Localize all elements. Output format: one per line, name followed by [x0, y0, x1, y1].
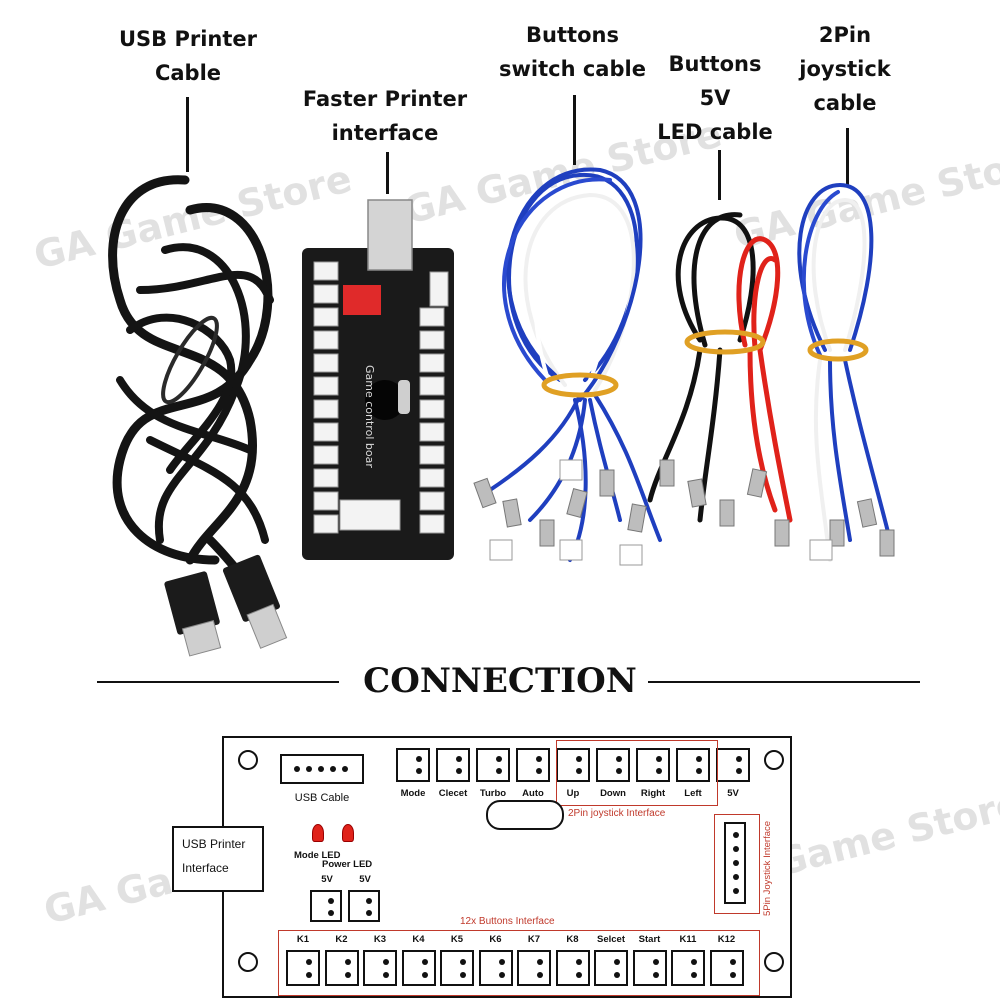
connector-label: Down [600, 788, 626, 799]
button-connector-k1 [286, 950, 320, 986]
led-5v-label: 5V [359, 874, 371, 885]
product-photo [108, 167, 895, 657]
callout-pointer [573, 95, 576, 165]
connector-label: Left [684, 788, 702, 799]
connector-left [676, 748, 710, 782]
connector-label: Turbo [479, 788, 507, 799]
heading-rule-right [648, 681, 920, 683]
joystick-2pin-label: 2Pin joystick Interface [568, 808, 666, 819]
connector-right [636, 748, 670, 782]
callout-pointer [846, 128, 849, 186]
led-5v-connector [310, 890, 342, 922]
white-housings [489, 459, 833, 566]
connection-diagram-board: USB Cable USB Printer Interface Mode LED… [172, 736, 792, 998]
joystick-5pin-connector [724, 822, 746, 904]
joystick-5pin-label: 5Pin Joystick Interface [762, 820, 773, 916]
led-5v-connector [348, 890, 380, 922]
crystal-oscillator [486, 800, 564, 830]
heading-text: CONNECTION [363, 661, 637, 701]
button-connector-label: K8 [566, 934, 579, 945]
mounting-hole [238, 952, 258, 972]
button-connector-label: K4 [412, 934, 425, 945]
usb-cable-label: USB Cable [294, 792, 350, 804]
joystick-2pin-group [556, 740, 718, 806]
connector-5v [716, 748, 750, 782]
connector-auto [516, 748, 550, 782]
button-connector-k7 [517, 950, 551, 986]
button-connector-label: K3 [373, 934, 387, 945]
button-connector-start [632, 950, 667, 986]
connector-label: Mode [400, 788, 426, 799]
button-connector-label: K1 [296, 934, 310, 945]
connector-label: Clecet [438, 788, 468, 799]
button-connector-k3 [363, 950, 397, 986]
callout-pointer [718, 150, 721, 200]
connector-up [556, 748, 590, 782]
mode-led-icon [312, 824, 324, 842]
power-led-icon [342, 824, 354, 842]
button-connector-k11 [671, 950, 705, 986]
heading-rule-left [97, 681, 339, 683]
controller-board-illustration [302, 199, 454, 560]
button-connector-label: K5 [450, 934, 464, 945]
connector-down [596, 748, 630, 782]
mounting-hole [238, 750, 258, 770]
connector-label: Auto [522, 788, 544, 799]
usb-printer-interface: USB Printer Interface [172, 826, 264, 892]
connector-clecet [436, 748, 470, 782]
button-connector-selcet [594, 950, 628, 986]
button-connector-label: K11 [679, 934, 697, 945]
pcb-silkscreen-label: Game control boar [363, 365, 376, 468]
terminal-clusters [473, 459, 895, 557]
button-connector-k12 [709, 950, 744, 986]
connector-mode [396, 748, 430, 782]
connector-label: Up [566, 788, 580, 799]
joystick-cable-illustration [797, 182, 892, 562]
button-connector-label: K2 [335, 934, 348, 945]
mode-led-label: Mode LED [294, 850, 341, 861]
callout-pointer [386, 152, 389, 194]
buttons-12x-group [278, 930, 760, 996]
led-5v-label: 5V [321, 874, 333, 885]
button-connector-k6 [478, 950, 513, 986]
mounting-hole [764, 750, 784, 770]
button-connector-k2 [324, 950, 359, 986]
connection-heading: CONNECTION [0, 655, 1000, 707]
usb-plug-a [222, 554, 288, 649]
mounting-hole [764, 952, 784, 972]
connector-label: 5V [727, 788, 739, 799]
connector-label: Right [640, 788, 666, 799]
buttons-12x-label: 12x Buttons Interface [460, 916, 555, 927]
button-connector-k5 [440, 950, 474, 986]
connector-turbo [476, 748, 510, 782]
joystick-5pin-group [714, 814, 760, 914]
button-connector-label: Selcet [597, 934, 625, 945]
button-connector-k8 [555, 950, 590, 986]
callout-pointer [186, 97, 189, 172]
usb-cable-connector [280, 754, 364, 784]
button-connector-k4 [401, 950, 436, 986]
button-connector-label: K7 [527, 934, 541, 945]
button-connector-label: K6 [489, 934, 502, 945]
power-led-label: Power LED [322, 859, 373, 870]
button-connector-label: Start [638, 934, 661, 945]
usb-plug-b [164, 571, 222, 657]
button-connector-label: K12 [717, 934, 736, 945]
